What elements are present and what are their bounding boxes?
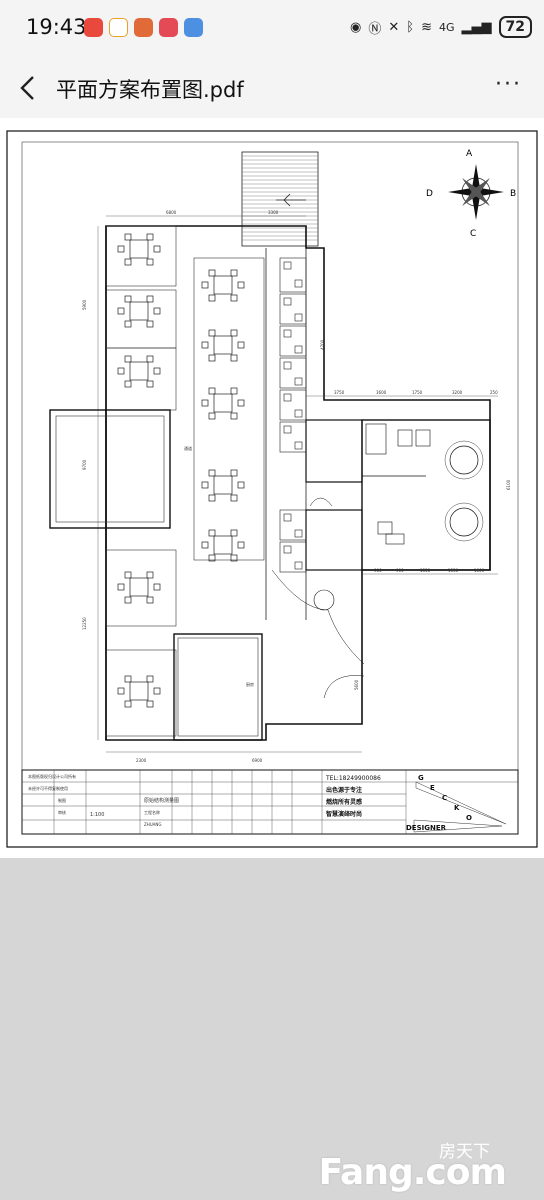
battery-indicator: 72 <box>498 16 532 38</box>
dim-row1-0: 3750 <box>334 390 345 395</box>
dim-left2: 9700 <box>82 459 87 470</box>
compass-icon <box>448 164 504 220</box>
brand-letter-4: O <box>466 814 472 822</box>
eye-icon: ◉ <box>350 19 362 35</box>
slogan-1: 出色源于专注 <box>326 786 362 794</box>
floor-plan-drawing: A B C D 6800 3300 5900 9700 12250 <box>6 130 538 848</box>
status-bar: 19:43 ◉ Ⓝ ✕ ᛒ ≋ 4G ▂▄▆ 72 <box>0 0 544 58</box>
nfc-icon: Ⓝ <box>368 21 382 37</box>
project-label: 工程名称 <box>144 809 160 815</box>
brand-letter-2: C <box>442 794 447 802</box>
dim-bottom1: 2300 <box>136 758 147 763</box>
dim-row2-1: 900 <box>396 568 404 573</box>
compass-c: C <box>470 229 476 239</box>
notification-icons <box>84 18 203 37</box>
remark-line1: 本图纸版权归设计公司所有 <box>28 773 76 779</box>
dim-row2-2: 1550 <box>420 568 431 573</box>
system-icons: ◉ Ⓝ ✕ ᛒ ≋ 4G ▂▄▆ 72 <box>350 16 532 38</box>
scale-value: 1:100 <box>90 812 104 818</box>
signal-icon: ▂▄▆ <box>461 19 492 35</box>
weibo-icon <box>109 18 128 37</box>
project-value: ZHUANG <box>144 822 162 827</box>
notification-app-icon <box>184 18 203 37</box>
title-bar: 平面方案布置图.pdf ··· <box>0 58 544 118</box>
wifi-icon: ≋ <box>421 19 432 35</box>
dim-bottom2: 6900 <box>252 758 263 763</box>
dim-row1-4: 250 <box>490 390 498 395</box>
dim-row2-3: 1550 <box>448 568 459 573</box>
dim-row1-1: 1600 <box>376 390 387 395</box>
notification-app-icon <box>159 18 178 37</box>
dim-top: 6800 <box>166 210 177 215</box>
slogan-3: 智慧演绎时尚 <box>326 810 362 818</box>
dim-row1-3: 3200 <box>452 390 463 395</box>
dim-mid-right: 4700 <box>320 339 325 350</box>
remark-line2: 未经许可不得复制使用 <box>28 785 68 791</box>
back-button[interactable] <box>14 70 44 106</box>
entrance-stairs <box>241 151 319 247</box>
kitchen-label: 厨房 <box>246 681 254 687</box>
dim-right-low: 5600 <box>354 679 359 690</box>
dim-row2-4: 1600 <box>474 568 485 573</box>
dim-left1: 5900 <box>82 299 87 310</box>
back-arrow-icon <box>20 76 34 100</box>
bluetooth-icon: ᛒ <box>406 19 415 35</box>
brand-letter-0: G <box>418 774 424 782</box>
brand-letter-3: K <box>454 804 460 812</box>
mute-icon: ✕ <box>388 19 400 35</box>
notification-app-icon <box>134 18 153 37</box>
dining-tables-left <box>117 233 161 708</box>
brand-word: DESIGNER <box>406 824 447 832</box>
compass-d: D <box>426 189 433 199</box>
drawn-label: 制图 <box>58 797 66 803</box>
check-label: 审核 <box>58 809 66 815</box>
private-rooms <box>271 419 491 699</box>
fang-watermark: Fang.com <box>318 1152 507 1193</box>
compass-b: B <box>510 189 516 199</box>
corridor-label: 通道 <box>184 445 192 451</box>
more-options-button[interactable]: ··· <box>495 72 522 97</box>
dim-row1-2: 1750 <box>412 390 423 395</box>
status-time: 19:43 <box>26 15 87 39</box>
dining-tables-middle <box>193 257 265 562</box>
drawing-name: 原始结构测量图 <box>144 797 179 804</box>
dim-row2-0: 900 <box>374 568 382 573</box>
dim-right-v: 6100 <box>506 479 511 490</box>
file-title: 平面方案布置图.pdf <box>56 78 244 102</box>
notification-app-icon <box>84 18 103 37</box>
tel-number: TEL:18249900086 <box>325 775 381 782</box>
network-label: 4G <box>438 20 455 34</box>
booth-seats <box>279 257 307 573</box>
slogan-2: 燃烧所有灵感 <box>326 798 362 806</box>
brand-letter-1: E <box>430 784 435 792</box>
pdf-page[interactable]: A B C D 6800 3300 5900 9700 12250 <box>0 118 544 858</box>
dim-left3: 12250 <box>82 617 87 630</box>
title-block <box>21 769 519 835</box>
watermark-sup: 房天下 <box>439 1142 490 1162</box>
dim-top2: 3300 <box>268 210 279 215</box>
compass-a: A <box>466 149 473 159</box>
